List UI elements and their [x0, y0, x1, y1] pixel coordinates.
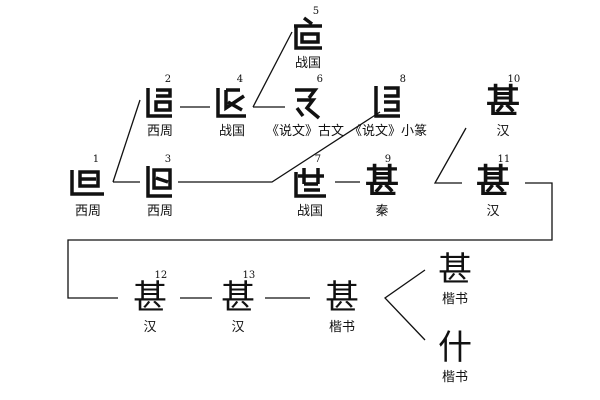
node-3: 西周 3	[138, 154, 182, 220]
glyph-13: 甚	[221, 278, 255, 318]
kaishu-glyph-3: 什	[438, 328, 472, 368]
node-9: 甚 秦 9	[365, 154, 399, 220]
num-13: 13	[242, 270, 256, 281]
kaishu-node-2: 甚 楷书	[438, 250, 472, 308]
node-13: 甚 汉 13	[221, 270, 255, 336]
line-1-2	[112, 99, 141, 183]
label-9: 秦	[375, 204, 389, 219]
num-8: 8	[399, 74, 406, 85]
glyph-11: 甚	[476, 162, 510, 202]
num-7: 7	[314, 154, 322, 165]
num-12: 12	[154, 270, 168, 281]
node-4: 战国 4	[210, 74, 254, 140]
label-12: 汉	[143, 320, 157, 335]
glyph-10: 甚	[486, 82, 520, 122]
num-10: 10	[507, 74, 521, 85]
glyph-1	[70, 170, 104, 196]
node-10: 甚 汉 10	[486, 74, 520, 140]
line-3-7-8	[178, 111, 381, 183]
node-7: 战国 7	[288, 154, 332, 220]
kaishu-label-2: 楷书	[441, 292, 468, 307]
line-9-10-11	[433, 127, 467, 184]
node-12: 甚 汉 12	[133, 270, 167, 336]
glyph-4	[216, 88, 246, 118]
node-5: 战国 5	[286, 6, 330, 72]
kaishu-glyph-2: 甚	[438, 250, 472, 290]
num-2: 2	[164, 74, 172, 85]
label-8: 《说文》小篆	[348, 124, 428, 139]
node-11: 甚 汉 11	[476, 154, 510, 220]
num-5: 5	[312, 6, 320, 17]
node-6: 《说文》古文 6	[265, 74, 345, 140]
label-11: 汉	[486, 204, 500, 219]
kaishu-glyph-1: 甚	[325, 278, 359, 318]
glyph-7	[294, 168, 326, 198]
glyph-3	[146, 166, 172, 198]
label-6: 《说文》古文	[265, 124, 345, 139]
line-fork	[384, 269, 426, 341]
glyph-5	[294, 16, 322, 50]
label-1: 西周	[74, 204, 101, 219]
label-4: 战国	[218, 124, 245, 139]
num-9: 9	[384, 154, 392, 165]
label-5: 战国	[294, 56, 321, 71]
node-1: 西周 1	[66, 154, 110, 220]
num-4: 4	[236, 74, 244, 85]
num-1: 1	[92, 154, 100, 165]
label-13: 汉	[231, 320, 245, 335]
kaishu-label-1: 楷书	[328, 320, 355, 335]
num-3: 3	[164, 154, 172, 165]
kaishu-label-3: 楷书	[441, 370, 468, 385]
label-3: 西周	[146, 204, 173, 219]
label-10: 汉	[496, 124, 510, 139]
node-8: 《说文》小篆 8	[348, 74, 428, 140]
glyph-2	[146, 88, 172, 118]
glyph-6	[294, 88, 321, 120]
num-6: 6	[316, 74, 323, 85]
num-11: 11	[497, 154, 511, 165]
node-2: 西周 2	[138, 74, 182, 140]
label-7: 战国	[296, 204, 323, 219]
line-11-12	[67, 182, 553, 299]
glyph-9: 甚	[365, 162, 399, 202]
glyph-8	[374, 86, 400, 118]
label-2: 西周	[146, 124, 173, 139]
kaishu-node-1: 甚 楷书	[325, 278, 359, 336]
line-4-5	[252, 31, 293, 108]
glyph-12: 甚	[133, 278, 167, 318]
kaishu-node-3: 什 楷书	[438, 328, 472, 386]
